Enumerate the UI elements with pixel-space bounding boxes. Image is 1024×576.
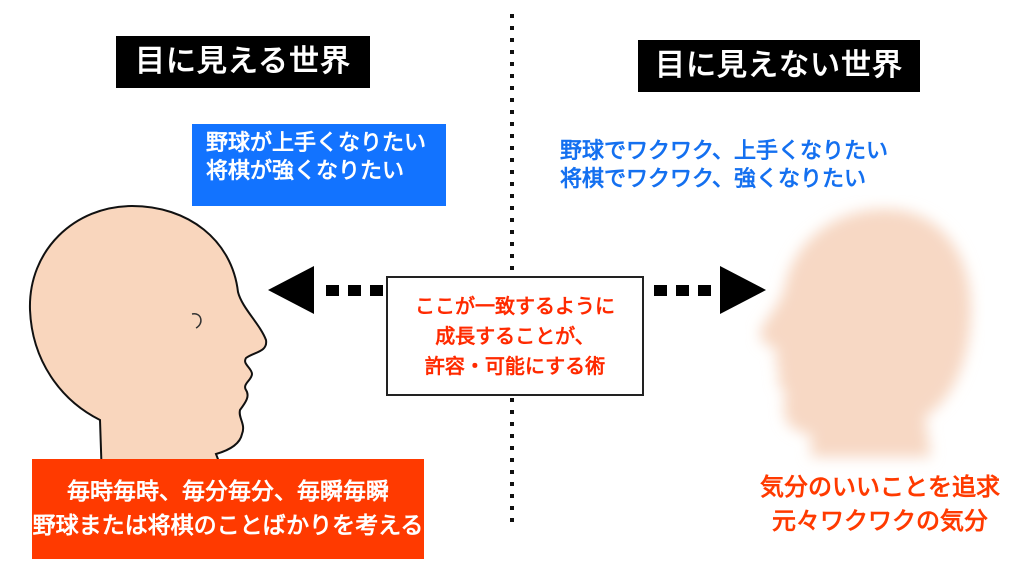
center-line: 成長することが、 bbox=[435, 324, 595, 348]
center-line: 許容・可能にする術 bbox=[424, 354, 606, 378]
right-behavior-line: 気分のいいことを追求 bbox=[760, 473, 1000, 501]
right-title: 目に見えない世界 bbox=[638, 40, 920, 92]
right-desire-text: 野球でワクワク、上手くなりたい 将棋でワクワク、強くなりたい bbox=[560, 138, 960, 194]
right-behavior-line: 元々ワクワクの気分 bbox=[772, 507, 988, 535]
right-behavior-text: 気分のいいことを追求 元々ワクワクの気分 bbox=[740, 470, 1020, 538]
center-line: ここが一致するように bbox=[415, 294, 615, 318]
head-profile-icon bbox=[28, 204, 268, 481]
right-desire-line: 野球でワクワク、上手くなりたい bbox=[560, 139, 889, 164]
dotted-arrow-right-icon bbox=[654, 266, 766, 314]
left-title: 目に見える世界 bbox=[116, 36, 370, 88]
left-desire-line: 野球が上手くなりたい bbox=[206, 131, 427, 156]
left-behavior-line: 野球または将棋のことばかりを考える bbox=[32, 513, 424, 539]
left-behavior-box: 毎時毎時、毎分毎分、毎瞬毎瞬 野球または将棋のことばかりを考える bbox=[32, 459, 424, 559]
left-desire-line: 将棋が強くなりたい bbox=[206, 159, 405, 184]
left-desire-box: 野球が上手くなりたい 将棋が強くなりたい bbox=[192, 124, 446, 206]
blurred-head-icon bbox=[760, 209, 972, 457]
left-behavior-line: 毎時毎時、毎分毎分、毎瞬毎瞬 bbox=[67, 479, 389, 505]
dotted-arrow-left-icon bbox=[268, 266, 383, 314]
center-message-box: ここが一致するように 成長することが、 許容・可能にする術 bbox=[386, 276, 644, 396]
right-desire-line: 将棋でワクワク、強くなりたい bbox=[560, 167, 867, 192]
